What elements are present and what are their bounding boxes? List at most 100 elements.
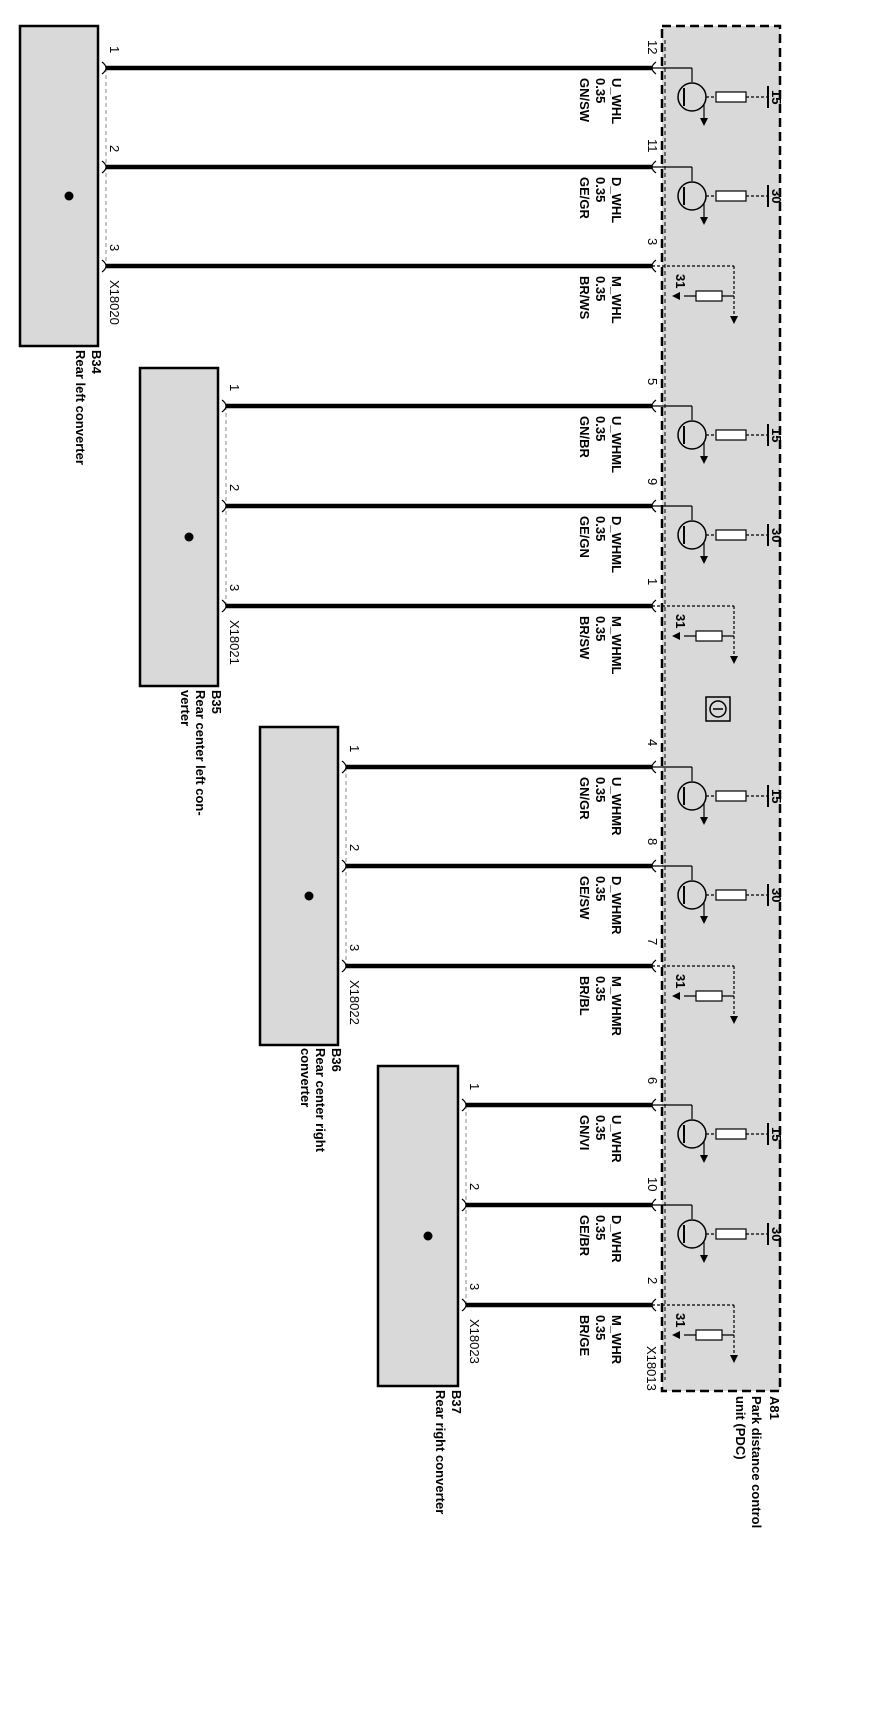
sensor-name-line-2: converter	[298, 1048, 313, 1107]
sensor-box	[258, 725, 340, 1047]
unit-pin-contact-icon	[651, 959, 657, 973]
sensor-id: B34	[89, 350, 104, 375]
wire-signal-label: D_WHR	[609, 1215, 624, 1263]
sensor-id: B37	[449, 1390, 464, 1414]
sensor-dot	[64, 191, 74, 201]
unit-pin-contact-icon	[651, 499, 657, 513]
wire-color-label: GN/BR	[577, 416, 592, 459]
unit-pin-contact-icon	[651, 399, 657, 413]
wire-color-label: GN/GR	[577, 777, 592, 820]
sensor-pin-contact-icon	[341, 760, 347, 774]
wire-gauge-label: 0.35	[593, 616, 608, 641]
sensor-pin-number: 3	[347, 944, 362, 951]
unit-pin-number: 5	[645, 378, 660, 385]
unit-output-b37-1-resistor-icon	[715, 1128, 747, 1140]
unit-input-b34-3-terminal-label: 31	[673, 274, 688, 288]
unit-output-b36-1-ground-arrow-icon	[700, 817, 708, 825]
unit-pin-contact-icon	[651, 259, 657, 273]
unit-input-b35-3-arrow-icon	[672, 632, 680, 640]
unit-pin-contact-icon	[651, 599, 657, 613]
unit-pin-number: 9	[645, 478, 660, 485]
sensor-pin-number: 1	[227, 384, 242, 391]
wire-gauge-label: 0.35	[593, 78, 608, 103]
unit-output-b34-2-ground-arrow-icon	[700, 217, 708, 225]
wire-color-label: BR/BL	[577, 976, 592, 1016]
sensor-pin-number: 3	[467, 1283, 482, 1290]
unit-output-b35-2-ground-arrow-icon	[700, 556, 708, 564]
sensor-box	[18, 24, 100, 348]
wire-gauge-label: 0.35	[593, 516, 608, 541]
unit-output-b35-1-terminal-label: 15	[769, 428, 784, 442]
sensor-pin-contact-icon	[341, 859, 347, 873]
unit-output-b34-1-ground-arrow-icon	[700, 118, 708, 126]
sensor-pin-contact-icon	[221, 399, 227, 413]
unit-pin-number: 1	[645, 578, 660, 585]
unit-output-b36-1-resistor-icon	[715, 790, 747, 802]
wire-color-label: GN/VI	[577, 1115, 592, 1150]
sensor-pin-number: 3	[227, 584, 242, 591]
unit-pin-number: 6	[645, 1077, 660, 1084]
sensor-emblem-frame	[705, 696, 731, 722]
unit-output-b37-1-ground-arrow-icon	[700, 1155, 708, 1163]
sensor-dot	[184, 532, 194, 542]
wire-color-label: BR/WS	[577, 276, 592, 320]
unit-pin-contact-icon	[651, 760, 657, 774]
wire-gauge-label: 0.35	[593, 1215, 608, 1240]
unit-output-b37-2-ground-arrow-icon	[700, 1255, 708, 1263]
control-unit-name-line-2: unit (PDC)	[733, 1396, 748, 1460]
control-unit-connector-label: X18013	[644, 1346, 659, 1391]
wire-gauge-label: 0.35	[593, 416, 608, 441]
unit-pin-contact-icon	[651, 859, 657, 873]
unit-pin-number: 11	[645, 139, 660, 153]
sensor-pin-number: 1	[347, 745, 362, 752]
unit-output-b36-2-terminal-label: 30	[769, 888, 784, 902]
sensor-pin-contact-icon	[221, 499, 227, 513]
unit-input-b35-3-terminal-label: 31	[673, 614, 688, 628]
unit-pin-number: 12	[645, 40, 660, 54]
wire-gauge-label: 0.35	[593, 177, 608, 202]
unit-input-b35-3-ground-arrow-icon	[730, 656, 738, 664]
sensor-pin-contact-icon	[461, 1298, 467, 1312]
sensor-name-line-1: Rear center left con-	[193, 690, 208, 816]
unit-input-b34-3-arrow-icon	[672, 292, 680, 300]
sensor-pin-contact-icon	[101, 160, 107, 174]
wire-signal-label: U_WHML	[609, 416, 624, 473]
sensor-pin-number: 2	[107, 145, 122, 152]
sensor-emblem-circle	[709, 700, 727, 718]
wire-signal-label: D_WHL	[609, 177, 624, 223]
sensor-pin-contact-icon	[221, 599, 227, 613]
wire-gauge-label: 0.35	[593, 1315, 608, 1340]
unit-pin-contact-icon	[651, 1098, 657, 1112]
unit-pin-number: 10	[645, 1177, 660, 1191]
sensor-connector-label: X18022	[347, 980, 362, 1025]
wire-signal-label: M_WHML	[609, 616, 624, 675]
unit-output-b34-1-terminal-label: 15	[769, 90, 784, 104]
sensor-id: B36	[329, 1048, 344, 1072]
wire-gauge-label: 0.35	[593, 876, 608, 901]
sensor-id: B35	[209, 690, 224, 714]
sensor-pin-contact-icon	[341, 959, 347, 973]
unit-pin-number: 7	[645, 938, 660, 945]
sensor-connector-label: X18021	[227, 620, 242, 665]
unit-input-b35-3-resistor-icon	[695, 630, 723, 642]
unit-pin-number: 8	[645, 838, 660, 845]
unit-input-b36-3-arrow-icon	[672, 992, 680, 1000]
sensor-pin-number: 2	[467, 1183, 482, 1190]
unit-input-b37-3-terminal-label: 31	[673, 1313, 688, 1327]
unit-pin-contact-icon	[651, 1198, 657, 1212]
sensor-pin-number: 2	[347, 844, 362, 851]
wire-gauge-label: 0.35	[593, 777, 608, 802]
sensor-name-line-1: Rear right converter	[433, 1390, 448, 1514]
unit-pin-contact-icon	[651, 160, 657, 174]
sensor-name-line-1: Rear center right	[313, 1048, 328, 1153]
unit-output-b34-2-resistor-icon	[715, 190, 747, 202]
wire-signal-label: U_WHMR	[609, 777, 624, 836]
wire-gauge-label: 0.35	[593, 1115, 608, 1140]
sensor-box	[138, 366, 220, 688]
unit-input-b37-3-ground-arrow-icon	[730, 1355, 738, 1363]
wire-color-label: GE/GR	[577, 177, 592, 220]
unit-output-b34-2-terminal-label: 30	[769, 189, 784, 203]
